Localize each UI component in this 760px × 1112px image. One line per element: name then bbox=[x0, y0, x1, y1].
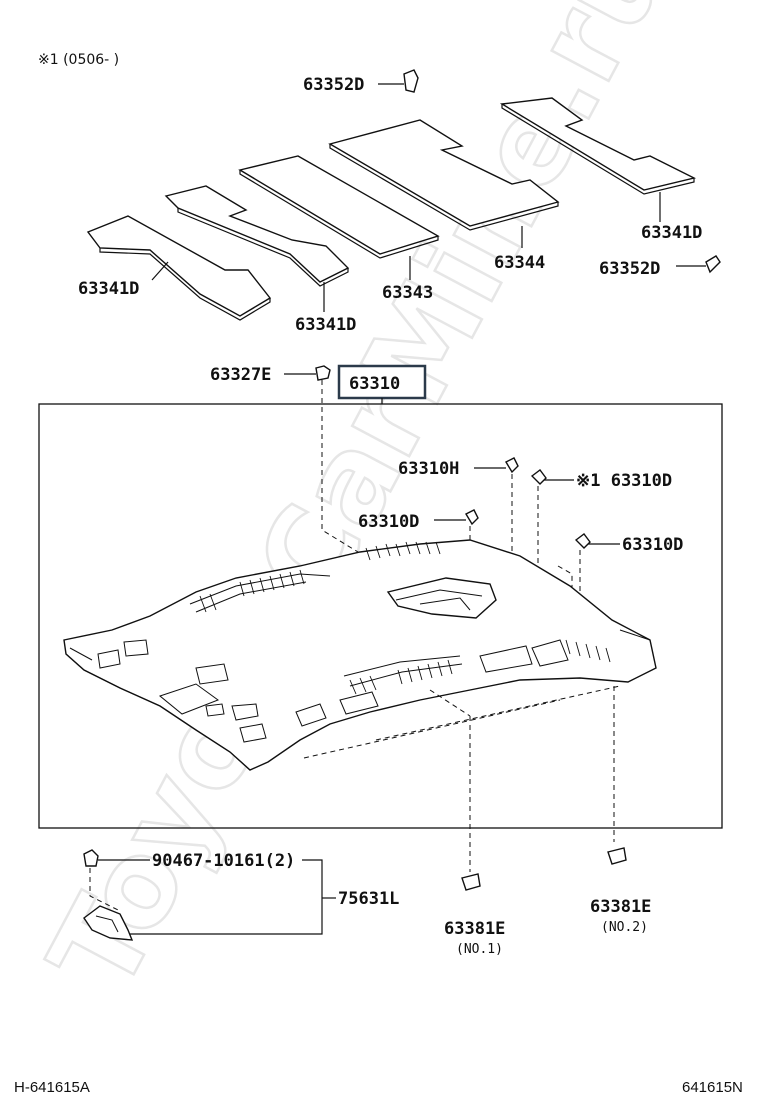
clip-63352d-right-icon bbox=[705, 255, 721, 274]
range-note: ※1 (0506- ) bbox=[38, 52, 119, 68]
label-63341d-left: 63341D bbox=[78, 279, 139, 299]
pad-63344 bbox=[328, 119, 560, 231]
label-63343: 63343 bbox=[382, 283, 433, 303]
label-90467-10161: 90467-10161(2) bbox=[152, 851, 295, 871]
clip-63310d-mid-icon bbox=[465, 509, 479, 526]
screw-90467-icon bbox=[83, 849, 99, 867]
pad-63341d-right bbox=[499, 97, 697, 195]
clip-63310d-right-icon bbox=[574, 533, 591, 549]
pad-63341d-left bbox=[86, 215, 272, 321]
label-63310-main: 63310 bbox=[349, 374, 400, 394]
label-63352d-right: 63352D bbox=[599, 259, 660, 279]
headliner-63310 bbox=[63, 539, 657, 771]
label-63310d-star: ※1 63310D bbox=[576, 471, 672, 491]
label-63310h: 63310H bbox=[398, 459, 459, 479]
label-75631l: 75631L bbox=[338, 889, 399, 909]
diagram-code-right: 641615N bbox=[682, 1079, 743, 1096]
label-63341d-mid: 63341D bbox=[295, 315, 356, 335]
label-63381e-no1-sub: (NO.1) bbox=[456, 942, 503, 957]
bracket-75631l bbox=[83, 849, 134, 941]
label-63327e: 63327E bbox=[210, 365, 271, 385]
clip-63381e-no1-icon bbox=[461, 873, 481, 891]
label-63381e-no1: 63381E bbox=[444, 919, 505, 939]
clip-63327e-icon bbox=[315, 365, 331, 381]
label-63352d-top: 63352D bbox=[303, 75, 364, 95]
clip-63310h-icon bbox=[505, 457, 519, 474]
label-63310d-right: 63310D bbox=[622, 535, 683, 555]
label-63341d-right: 63341D bbox=[641, 223, 702, 243]
pad-63343 bbox=[238, 155, 440, 259]
clip-63381e-no2-icon bbox=[607, 847, 627, 865]
clip-63352d-top-icon bbox=[403, 69, 419, 93]
label-63310d-mid: 63310D bbox=[358, 512, 419, 532]
main-part-box bbox=[337, 364, 427, 400]
clip-63310d-star-icon bbox=[530, 469, 547, 485]
assembly-frame bbox=[38, 403, 723, 829]
diagram-code-left: H-641615A bbox=[14, 1079, 90, 1096]
label-63381e-no2: 63381E bbox=[590, 897, 651, 917]
pad-63341d-mid bbox=[164, 185, 350, 287]
label-63344: 63344 bbox=[494, 253, 545, 273]
label-63381e-no2-sub: (NO.2) bbox=[601, 920, 648, 935]
